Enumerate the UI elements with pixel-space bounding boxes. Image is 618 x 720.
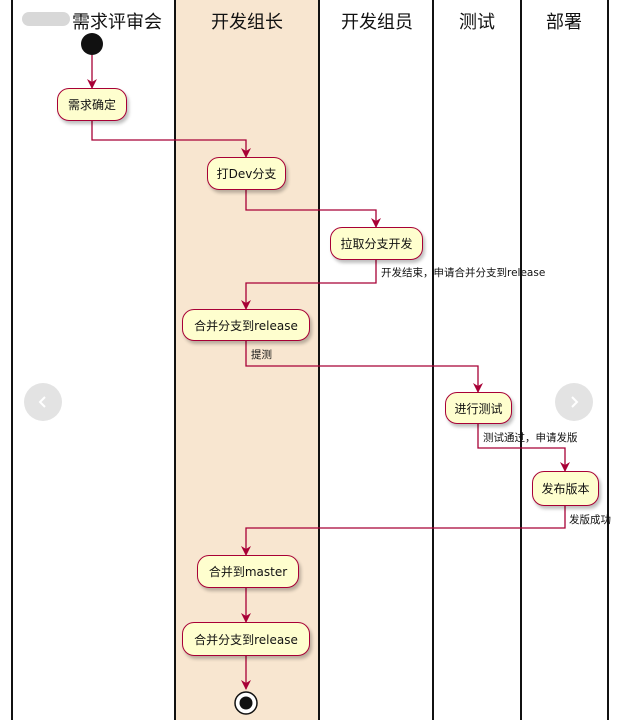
carousel-next-button[interactable] bbox=[555, 383, 593, 421]
edge-pull-to-merge-release bbox=[241, 260, 377, 310]
lane-divider bbox=[174, 0, 176, 720]
start-node bbox=[81, 33, 103, 55]
action-merge-to-release-2: 合并分支到release bbox=[182, 622, 310, 656]
chevron-left-icon bbox=[38, 396, 46, 408]
end-node-inner bbox=[239, 696, 253, 710]
edge-confirm-to-dev-branch bbox=[91, 121, 251, 158]
lane-title-deploy: 部署 bbox=[546, 12, 582, 33]
action-release-version: 发布版本 bbox=[532, 471, 599, 506]
chevron-right-icon bbox=[571, 396, 579, 408]
edge-test-to-release bbox=[477, 424, 570, 472]
blurred-watermark bbox=[22, 12, 70, 26]
action-merge-to-master: 合并到master bbox=[197, 555, 299, 588]
action-pull-branch-develop: 拉取分支开发 bbox=[330, 227, 423, 260]
action-run-test: 进行测试 bbox=[445, 392, 512, 424]
lane-divider bbox=[520, 0, 522, 720]
lane-background-dev-lead bbox=[175, 0, 319, 720]
edge-label-dev-done: 开发结束，申请合并分支到release bbox=[381, 267, 546, 279]
edge-merge-release-to-test bbox=[245, 341, 483, 393]
lane-divider bbox=[11, 0, 13, 720]
edge-label-release-ok: 发版成功 bbox=[569, 514, 611, 526]
edge-label-test-pass: 测试通过，申请发版 bbox=[483, 432, 578, 444]
action-requirement-confirm: 需求确定 bbox=[57, 88, 127, 121]
action-merge-to-release-1: 合并分支到release bbox=[182, 309, 310, 341]
lane-divider bbox=[607, 0, 609, 720]
lane-title-dev-member: 开发组员 bbox=[341, 12, 413, 33]
lane-title-dev-lead: 开发组长 bbox=[211, 12, 283, 33]
lane-divider bbox=[318, 0, 320, 720]
action-create-dev-branch: 打Dev分支 bbox=[207, 157, 286, 190]
carousel-prev-button[interactable] bbox=[24, 383, 62, 421]
lane-title-review: 需求评审会 bbox=[72, 12, 162, 33]
edge-label-to-test: 提测 bbox=[251, 349, 272, 361]
edge-release-to-master bbox=[241, 506, 566, 556]
lane-divider bbox=[432, 0, 434, 720]
edge-dev-branch-to-pull bbox=[245, 190, 381, 228]
lane-title-test: 测试 bbox=[459, 12, 495, 33]
